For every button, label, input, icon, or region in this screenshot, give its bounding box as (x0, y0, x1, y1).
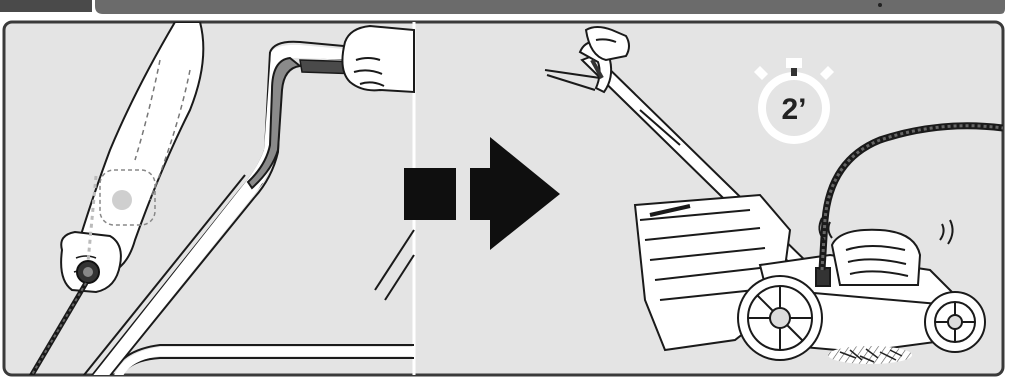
vibration-icon (818, 217, 954, 245)
right-panel: 2’ (544, 26, 1003, 364)
starter-rope (27, 175, 100, 375)
arm (60, 22, 205, 294)
left-panel (27, 22, 415, 375)
rear-wheel (737, 275, 823, 361)
front-wheel (924, 291, 986, 353)
engine (815, 228, 922, 287)
step-arrow-icon (404, 137, 560, 250)
header-strip (0, 0, 1009, 14)
grass-clippings (828, 346, 912, 364)
timer-label: 2’ (781, 93, 806, 126)
brake-lever (246, 56, 303, 190)
stopwatch-icon: 2’ (754, 58, 834, 144)
operator-hand (584, 26, 630, 62)
gripping-hand (341, 24, 415, 94)
